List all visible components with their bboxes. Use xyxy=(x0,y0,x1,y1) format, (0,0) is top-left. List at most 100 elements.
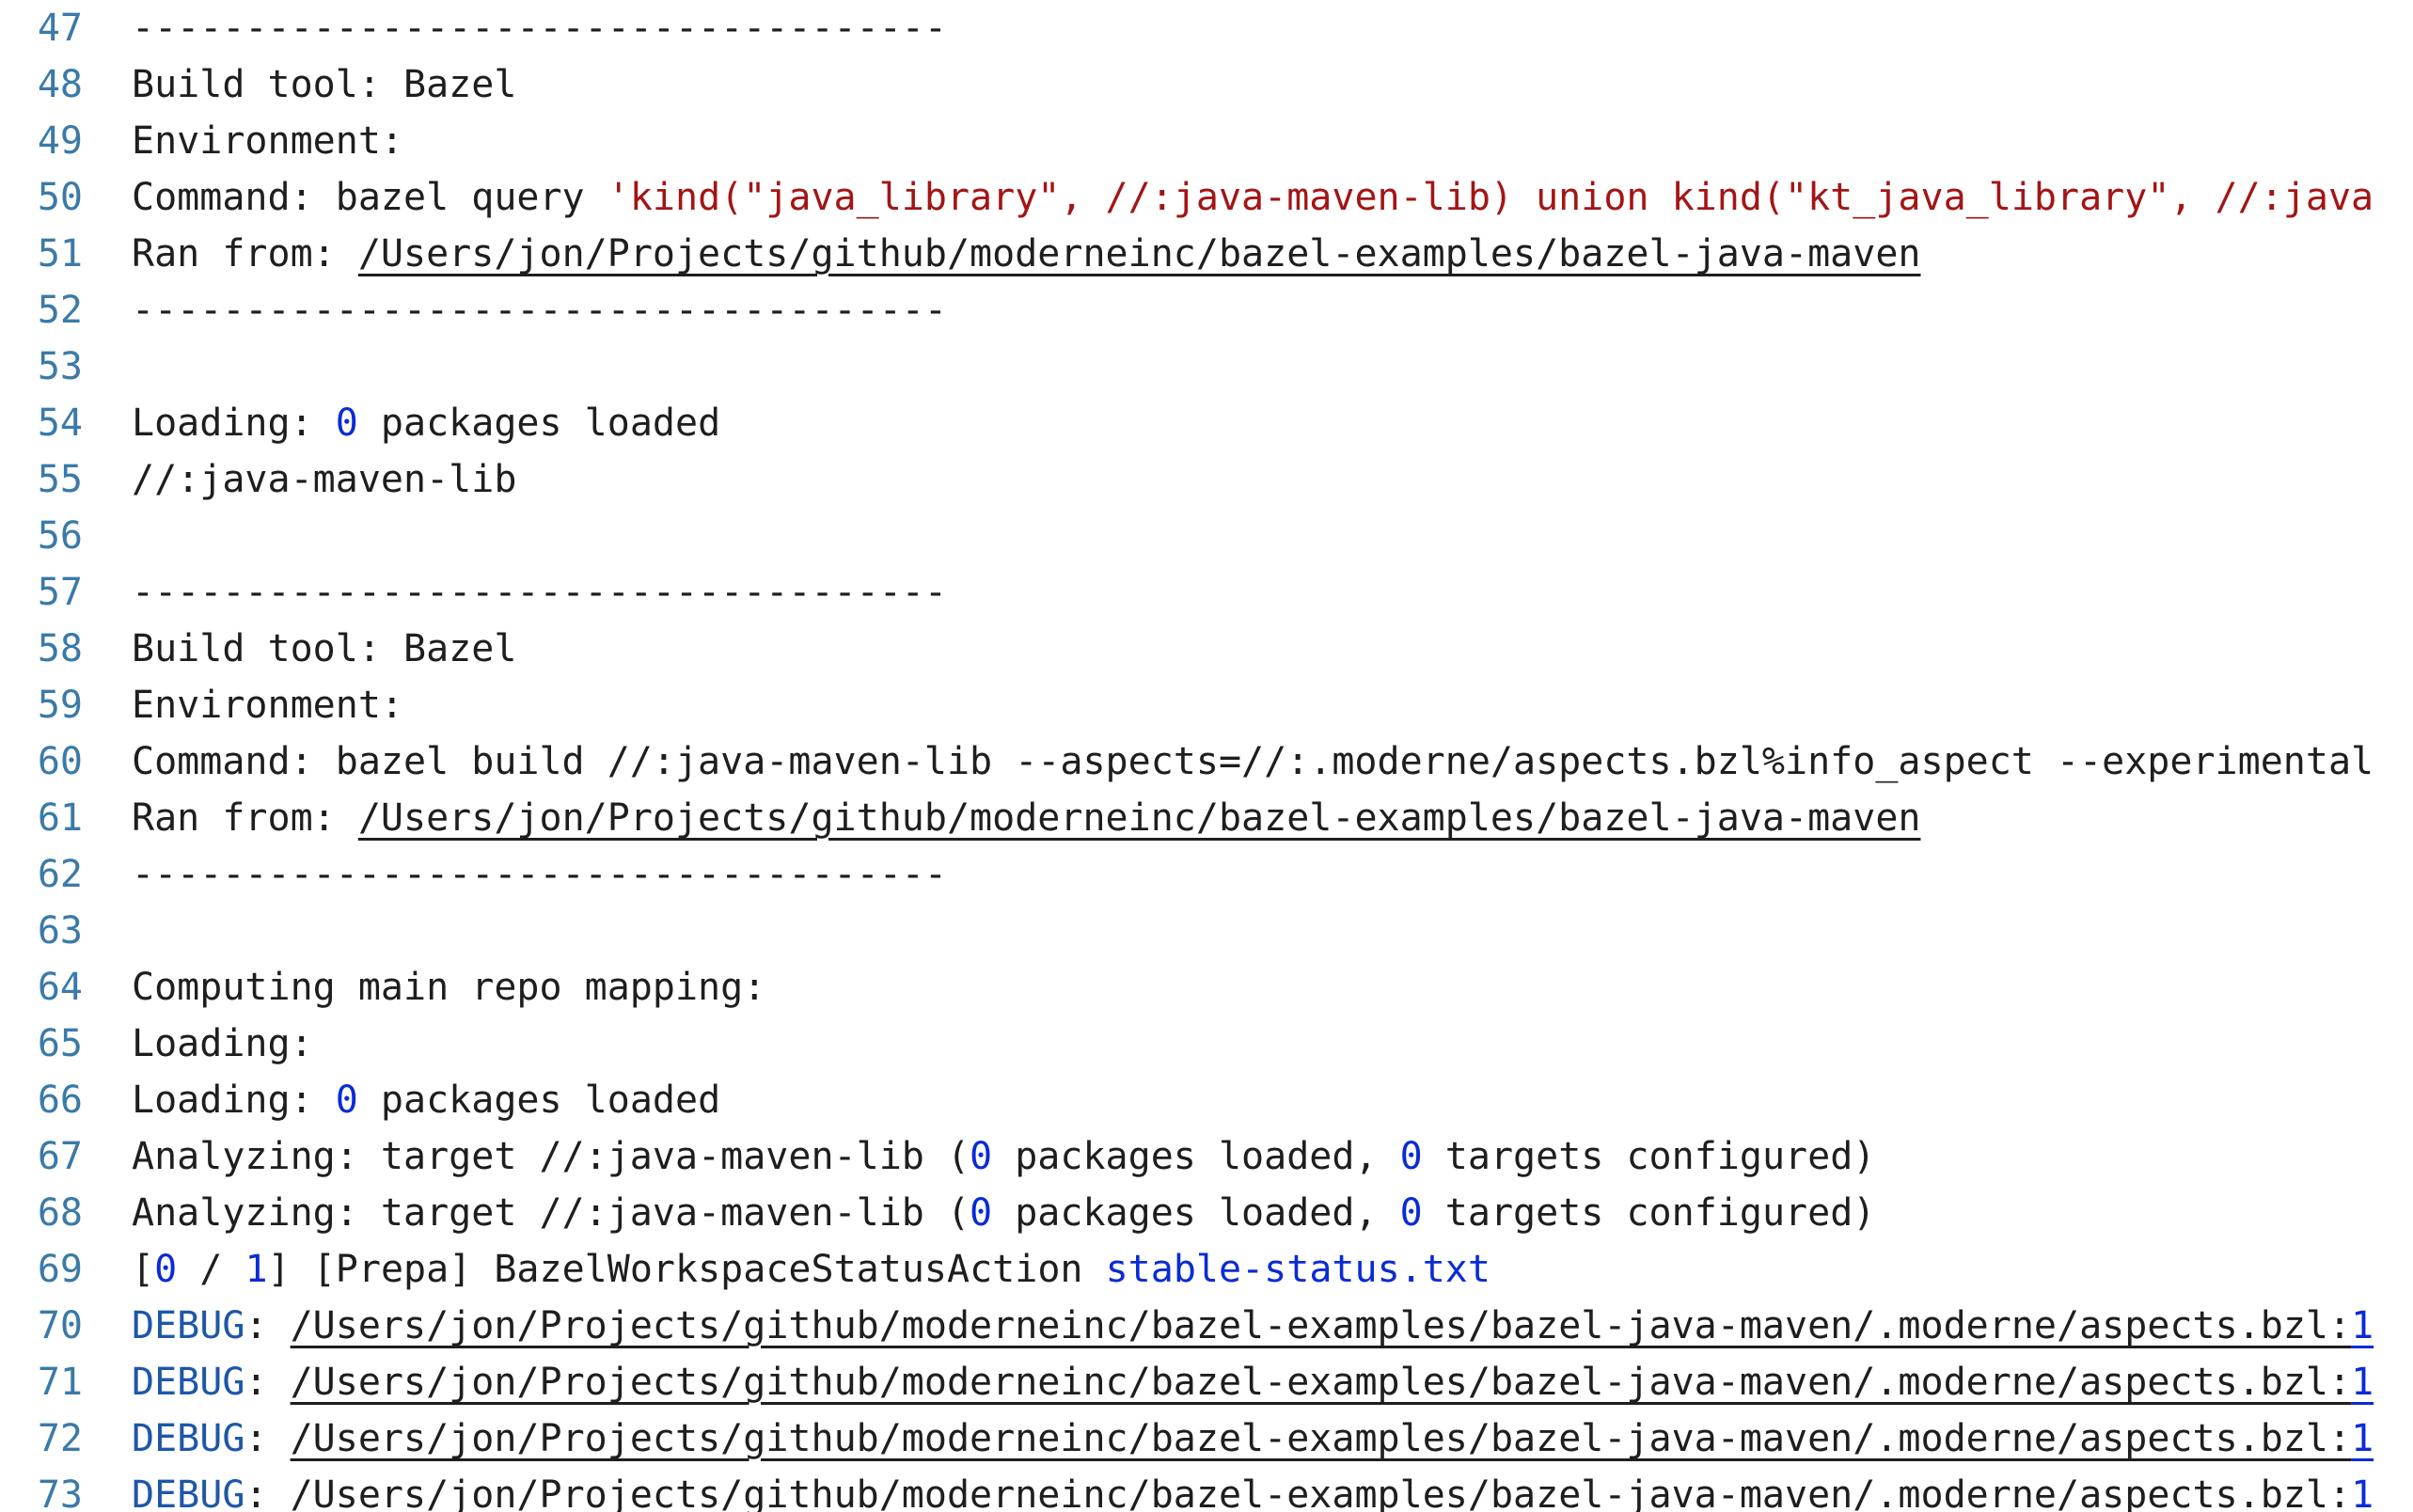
line-text: ------------------------------------ xyxy=(132,0,947,56)
editor-line[interactable]: 53 xyxy=(0,339,2413,395)
line-number: 53 xyxy=(37,345,83,388)
code-token: Command: bazel build //:java-maven-lib -… xyxy=(132,740,2374,783)
line-number: 54 xyxy=(37,402,83,445)
line-number: 50 xyxy=(37,176,83,219)
code-token: 0 xyxy=(335,1079,358,1122)
line-text: DEBUG: /Users/jon/Projects/github/modern… xyxy=(132,1467,2374,1512)
line-number: 73 xyxy=(37,1473,83,1512)
editor-line[interactable]: 61 Ran from: /Users/jon/Projects/github/m… xyxy=(0,790,2413,846)
editor-line[interactable]: 69 [0 / 1] [Prepa] BazelWorkspaceStatusAc… xyxy=(0,1241,2413,1298)
code-token: 0 xyxy=(1399,1135,1423,1178)
line-number: 58 xyxy=(37,627,83,670)
code-token: ------------------------------------ xyxy=(132,571,947,614)
editor-line[interactable]: 62 ------------------------------------ xyxy=(0,846,2413,903)
line-number: 62 xyxy=(37,853,83,896)
line-text: Build tool: Bazel xyxy=(132,56,516,113)
line-number: 49 xyxy=(37,119,83,163)
code-token: 'kind("java_library", //:java-maven-lib)… xyxy=(607,176,2374,219)
file-path-link[interactable]: /Users/jon/Projects/github/moderneinc/ba… xyxy=(290,1361,2352,1404)
line-text: Environment: xyxy=(132,113,403,169)
file-path-link[interactable]: 1 xyxy=(2351,1417,2374,1460)
line-text: Ran from: /Users/jon/Projects/github/mod… xyxy=(132,226,1921,282)
editor-line[interactable]: 47 ------------------------------------ xyxy=(0,0,2413,56)
code-token: stable-status.txt xyxy=(1105,1248,1490,1291)
code-token: Environment: xyxy=(132,684,403,727)
editor-line[interactable]: 52------------------------------------ xyxy=(0,282,2413,339)
line-number: 65 xyxy=(37,1022,83,1065)
editor-line[interactable]: 54 Loading: 0 packages loaded xyxy=(0,395,2413,451)
file-path-link[interactable]: /Users/jon/Projects/github/moderneinc/ba… xyxy=(290,1473,2352,1512)
editor-line[interactable]: 49 Environment: xyxy=(0,113,2413,169)
code-token: 0 xyxy=(970,1135,993,1178)
code-token: packages loaded, xyxy=(992,1135,1400,1178)
code-token: ------------------------------------ xyxy=(132,7,947,50)
editor-line[interactable]: 63 xyxy=(0,903,2413,959)
code-token: : xyxy=(244,1361,291,1404)
line-number: 56 xyxy=(37,514,83,558)
file-path-link[interactable]: /Users/jon/Projects/github/moderneinc/ba… xyxy=(290,1304,2352,1347)
line-text: Environment: xyxy=(132,677,403,733)
code-token: 0 xyxy=(970,1191,993,1235)
code-token: 1 xyxy=(244,1248,268,1291)
line-text: ------------------------------------ xyxy=(132,564,947,621)
code-token: Computing main repo mapping: xyxy=(132,966,789,1009)
editor-line[interactable]: 73 DEBUG: /Users/jon/Projects/github/mode… xyxy=(0,1467,2413,1512)
file-path-link[interactable]: /Users/jon/Projects/github/moderneinc/ba… xyxy=(357,232,1921,276)
line-text: DEBUG: /Users/jon/Projects/github/modern… xyxy=(132,1298,2374,1354)
line-text: [0 / 1] [Prepa] BazelWorkspaceStatusActi… xyxy=(132,1241,1490,1298)
file-path-link[interactable]: 1 xyxy=(2351,1361,2374,1404)
editor-line[interactable]: 71 DEBUG: /Users/jon/Projects/github/mode… xyxy=(0,1354,2413,1410)
code-token: Loading: xyxy=(132,402,336,445)
line-text: Computing main repo mapping: xyxy=(132,959,788,1016)
code-token: Ran from: xyxy=(132,796,358,840)
code-token: ------------------------------------ xyxy=(132,289,947,332)
editor-line[interactable]: 57 ------------------------------------ xyxy=(0,564,2413,621)
editor-line[interactable]: 51 Ran from: /Users/jon/Projects/github/m… xyxy=(0,226,2413,282)
editor-line[interactable]: 48 Build tool: Bazel xyxy=(0,56,2413,113)
line-number: 51 xyxy=(37,232,83,276)
code-token: Environment: xyxy=(132,119,403,163)
line-text: Ran from: /Users/jon/Projects/github/mod… xyxy=(132,790,1921,846)
line-text: Analyzing: target //:java-maven-lib (0 p… xyxy=(132,1185,1875,1241)
line-text: Loading: 0 packages loaded xyxy=(132,395,720,451)
editor-line[interactable]: 55 //:java-maven-lib xyxy=(0,451,2413,508)
code-token: [ xyxy=(132,1248,155,1291)
code-token: Loading: xyxy=(132,1022,336,1065)
file-path-link[interactable]: 1 xyxy=(2351,1473,2374,1512)
code-token: Build tool: Bazel xyxy=(132,63,517,106)
line-number: 55 xyxy=(37,458,83,501)
line-number: 71 xyxy=(37,1361,83,1404)
editor-line[interactable]: 56 xyxy=(0,508,2413,564)
line-text: DEBUG: /Users/jon/Projects/github/modern… xyxy=(132,1410,2374,1467)
line-number: 69 xyxy=(37,1248,83,1291)
line-number: 57 xyxy=(37,571,83,614)
code-token: DEBUG xyxy=(132,1361,245,1404)
code-token: ] [Prepa] BazelWorkspaceStatusAction xyxy=(267,1248,1106,1291)
code-token: DEBUG xyxy=(132,1417,245,1460)
line-text: DEBUG: /Users/jon/Projects/github/modern… xyxy=(132,1354,2374,1410)
file-path-link[interactable]: 1 xyxy=(2351,1304,2374,1347)
editor-line[interactable]: 65 Loading: xyxy=(0,1016,2413,1072)
line-text: //:java-maven-lib xyxy=(132,451,516,508)
file-path-link[interactable]: /Users/jon/Projects/github/moderneinc/ba… xyxy=(290,1417,2352,1460)
line-text: ------------------------------------ xyxy=(132,846,947,903)
file-path-link[interactable]: /Users/jon/Projects/github/moderneinc/ba… xyxy=(357,796,1921,840)
code-token: ------------------------------------ xyxy=(132,853,947,896)
line-number: 61 xyxy=(37,796,83,840)
line-number: 47 xyxy=(37,7,83,50)
code-token: 0 xyxy=(154,1248,178,1291)
code-token: 0 xyxy=(335,402,358,445)
code-token: Analyzing: target //:java-maven-lib ( xyxy=(132,1135,970,1178)
line-number: 48 xyxy=(37,63,83,106)
